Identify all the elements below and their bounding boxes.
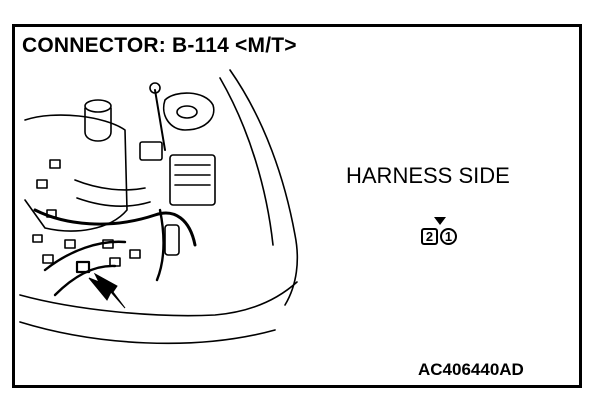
fender-outline <box>229 69 299 306</box>
harness-side-label: HARNESS SIDE <box>346 163 510 188</box>
intake-pipe <box>74 179 146 191</box>
reservoir <box>84 107 112 142</box>
figure-code: AC406440AD <box>418 360 524 379</box>
harness-branch-c <box>155 208 165 282</box>
strut-tower <box>163 92 215 131</box>
front-panel-line <box>19 281 298 317</box>
reservoir-cap <box>84 99 112 113</box>
harness-branch-a <box>43 240 127 272</box>
ground-terminal <box>149 82 161 94</box>
engine-bay-illustration <box>19 69 299 345</box>
connector-pin-2: 2 <box>421 228 438 245</box>
connector-title: CONNECTOR: B-114 <M/T> <box>22 34 297 57</box>
strut-cap <box>176 105 198 119</box>
harness-main <box>33 208 197 247</box>
pointer-arrow <box>88 272 126 309</box>
intake-pipe-lower <box>76 197 151 207</box>
ground-cable <box>154 89 166 151</box>
engine-block <box>24 114 128 232</box>
fuse-box <box>169 154 216 206</box>
lower-body-line <box>19 321 276 345</box>
connector-lock-notch <box>434 217 446 225</box>
fender-inner-line <box>219 77 274 246</box>
target-connector-b114 <box>75 260 91 274</box>
connector-pin-1: 1 <box>440 228 457 245</box>
